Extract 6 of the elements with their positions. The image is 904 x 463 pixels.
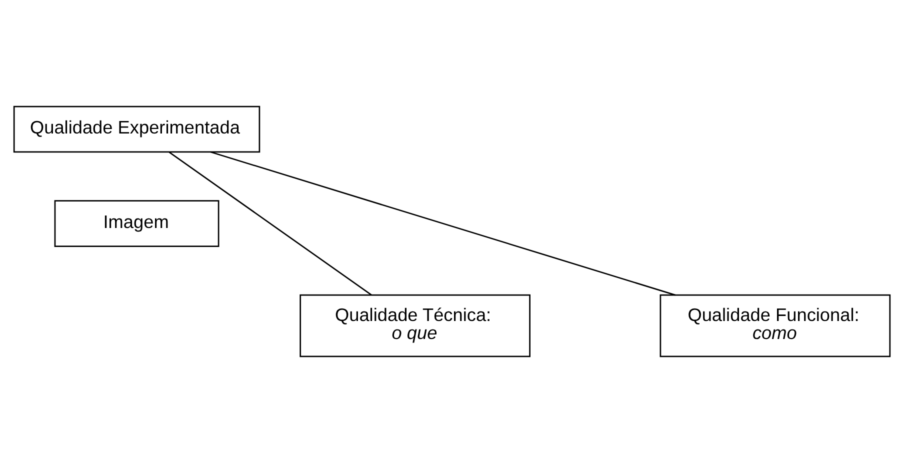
connector: [168, 152, 372, 296]
node-box: Qualidade Experimentada: [13, 106, 260, 153]
node-box: Qualidade Funcional: como: [660, 294, 891, 358]
node-box: Qualidade Técnica: o que: [300, 294, 530, 358]
connector: [210, 151, 676, 296]
node-box: Imagem: [54, 200, 220, 247]
